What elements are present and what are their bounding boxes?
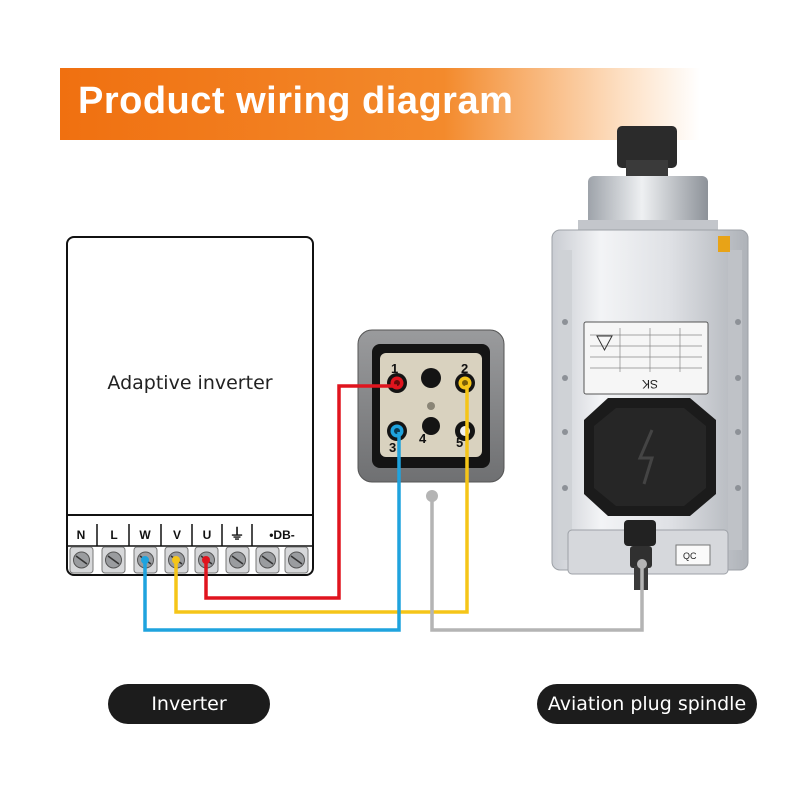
wire-red: [204, 384, 397, 600]
warning-icon: [596, 335, 613, 352]
pin-number-4: 4: [419, 431, 427, 446]
terminal-separators: [66, 524, 314, 547]
terminal-strip: [68, 514, 312, 574]
collet-nut: [617, 126, 677, 168]
pin-hole-4: [422, 417, 440, 435]
inverter-label: Adaptive inverter: [107, 372, 273, 394]
pin-number-1: 1: [391, 361, 398, 376]
pin-number-5: 5: [456, 435, 463, 450]
screw-terminal-icon: [225, 546, 250, 574]
lightning-icon: [637, 429, 655, 485]
terminal-label-l: L: [110, 528, 117, 542]
inverter-caption: Inverter: [108, 684, 270, 724]
terminal-label-n: N: [77, 528, 86, 542]
terminal-label-v: V: [173, 528, 181, 542]
screw-terminal-icon: [101, 546, 126, 574]
pin-number-3: 3: [389, 440, 396, 455]
screw-terminal-icon: [69, 546, 94, 574]
qc-sticker: [675, 544, 711, 566]
nameplate: SK: [583, 321, 709, 395]
wire-yellow: [174, 385, 469, 614]
page-title: Product wiring diagram: [78, 80, 514, 122]
terminal-label-w: W: [139, 528, 151, 542]
spindle-plug-connector: [624, 520, 656, 546]
terminal-labels: N L W V U ⏚ •DB-: [77, 526, 295, 543]
wire-blue-end: [141, 556, 149, 564]
screw-terminal-icon: [284, 546, 309, 574]
side-screws: [562, 319, 741, 491]
wire-gray-end: [426, 490, 438, 502]
inverter-box: Adaptive inverter: [66, 236, 314, 576]
pin-number-2: 2: [461, 361, 468, 376]
header-banner: [60, 68, 700, 140]
wire-gray-spindle-end: [637, 559, 647, 569]
screw-terminal-icon: [255, 546, 280, 574]
wire-yellow-end: [172, 556, 180, 564]
wire-red-end: [202, 556, 210, 564]
spindle-caption: Aviation plug spindle: [537, 684, 757, 724]
ground-symbol-icon: ⏚: [229, 526, 244, 543]
spindle-motor: SK QC: [551, 126, 749, 590]
wire-gray: [430, 496, 644, 632]
qc-label: QC: [683, 551, 697, 561]
terminal-screws: [69, 546, 309, 574]
wires: [143, 384, 644, 632]
terminal-label-db: •DB-: [269, 528, 295, 542]
spindle-shaft: [588, 176, 708, 226]
spindle-caption-text: Aviation plug spindle: [547, 693, 747, 715]
terminal-label-u: U: [203, 528, 212, 542]
nameplate-brand: SK: [642, 377, 658, 391]
aviation-plug: 1 2 3 4 5: [357, 329, 505, 483]
inverter-caption-text: Inverter: [151, 693, 227, 715]
wire-blue: [143, 432, 401, 632]
